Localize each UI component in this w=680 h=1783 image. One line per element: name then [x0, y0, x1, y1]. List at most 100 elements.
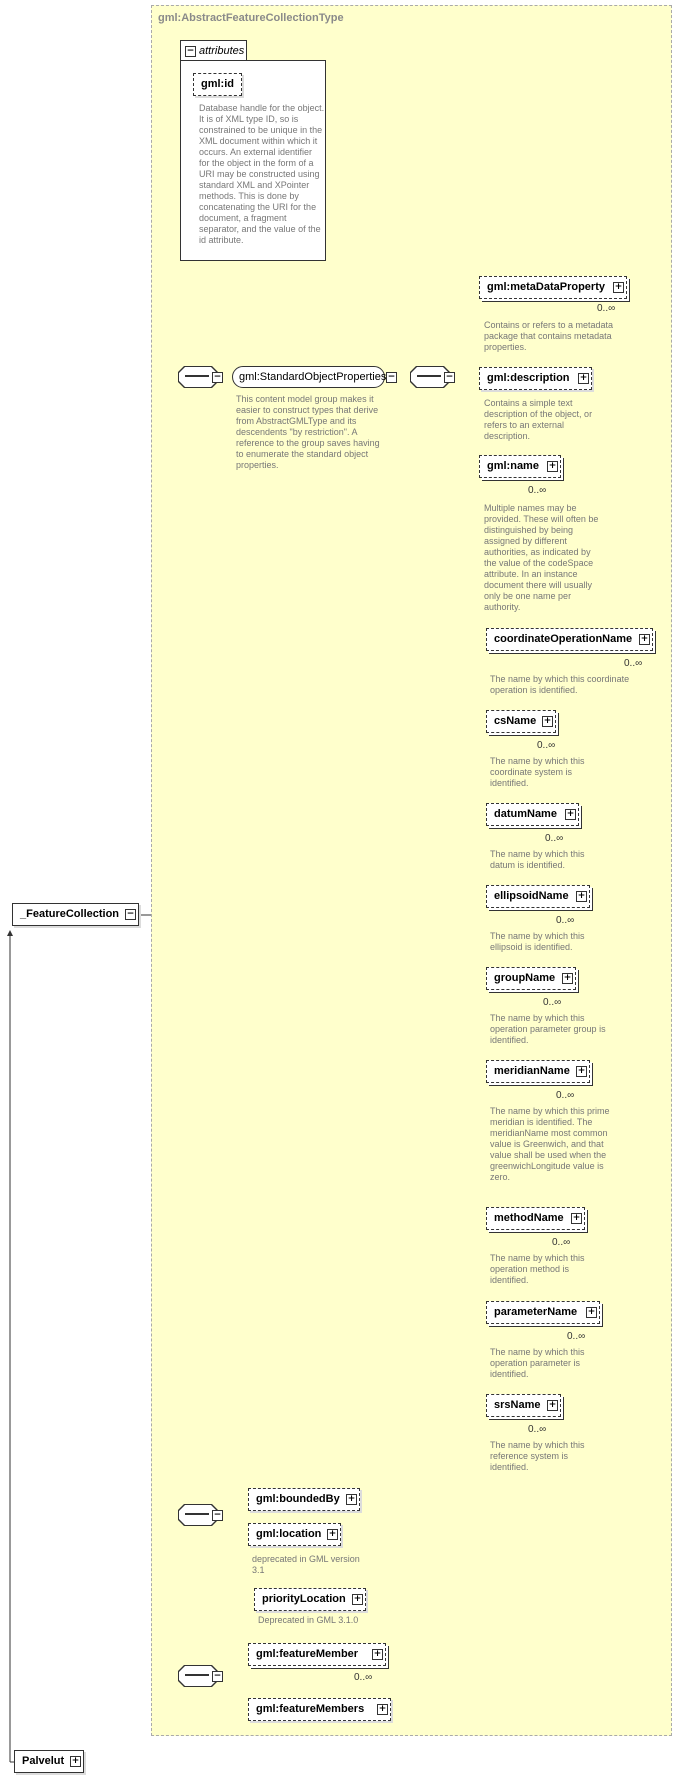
- cardinality: 0..∞: [597, 303, 616, 314]
- cardinality: 0..∞: [567, 1331, 586, 1342]
- expand-icon[interactable]: +: [547, 1400, 558, 1411]
- element-doc: The name by which this reference system …: [490, 1440, 585, 1472]
- element-label: priorityLocation: [262, 1593, 346, 1605]
- element-doc: The name by which this operation paramet…: [490, 1347, 585, 1379]
- sequence-compositor[interactable]: [178, 1665, 218, 1687]
- expand-icon[interactable]: +: [377, 1704, 388, 1715]
- element-doc: The name by which this coordinate system…: [490, 756, 585, 788]
- element-feature-members[interactable]: gml:featureMembers +: [248, 1698, 391, 1721]
- expand-icon[interactable]: +: [565, 809, 576, 820]
- root-element[interactable]: _FeatureCollection −: [12, 903, 139, 926]
- element-doc: The name by which this operation method …: [490, 1253, 585, 1285]
- collapse-icon[interactable]: −: [212, 1671, 223, 1682]
- element-doc: Deprecated in GML 3.1.0: [258, 1615, 359, 1625]
- element-location[interactable]: gml:location +: [248, 1523, 341, 1546]
- element-ellipsoid-name[interactable]: ellipsoidName +: [486, 885, 590, 908]
- element-cs-name[interactable]: csName +: [486, 710, 556, 733]
- element-method-name[interactable]: methodName +: [486, 1207, 585, 1230]
- element-doc: The name by which this prime meridian is…: [490, 1106, 610, 1182]
- element-label: datumName: [494, 808, 557, 820]
- expand-icon[interactable]: +: [372, 1649, 383, 1660]
- element-label: gml:name: [487, 460, 539, 472]
- element-name[interactable]: gml:name +: [479, 455, 561, 478]
- element-srs-name[interactable]: srsName +: [486, 1394, 561, 1417]
- element-feature-member[interactable]: gml:featureMember +: [248, 1643, 386, 1666]
- cardinality: 0..∞: [537, 740, 556, 751]
- expand-icon[interactable]: +: [571, 1213, 582, 1224]
- cardinality: 0..∞: [556, 915, 575, 926]
- collapse-icon[interactable]: −: [386, 372, 397, 383]
- element-datum-name[interactable]: datumName +: [486, 803, 579, 826]
- element-label: groupName: [494, 972, 556, 984]
- expand-icon[interactable]: +: [327, 1529, 338, 1540]
- expand-icon[interactable]: +: [578, 373, 589, 384]
- attributes-panel: gml:id Database handle for the object. I…: [180, 60, 326, 261]
- cardinality: 0..∞: [543, 997, 562, 1008]
- element-label: srsName: [494, 1399, 541, 1411]
- attributes-tab[interactable]: − attributes: [180, 40, 247, 61]
- element-priority-location[interactable]: priorityLocation +: [254, 1588, 366, 1611]
- sequence-compositor[interactable]: [178, 1504, 218, 1526]
- element-label: coordinateOperationName: [494, 633, 633, 645]
- collapse-icon[interactable]: −: [185, 46, 196, 57]
- element-doc: The name by which this datum is identifi…: [490, 849, 585, 870]
- element-bounded-by[interactable]: gml:boundedBy +: [248, 1488, 360, 1511]
- element-label: gml:featureMembers: [256, 1703, 365, 1715]
- element-label: methodName: [494, 1212, 564, 1224]
- element-label: csName: [494, 715, 537, 727]
- attribute-label: gml:id: [201, 78, 234, 90]
- element-doc: The name by which this operation paramet…: [490, 1013, 606, 1045]
- element-doc: The name by which this ellipsoid is iden…: [490, 931, 585, 952]
- expand-icon[interactable]: +: [542, 716, 553, 727]
- attributes-tab-label: attributes: [199, 45, 245, 57]
- cardinality: 0..∞: [552, 1237, 571, 1248]
- expand-icon[interactable]: +: [576, 891, 587, 902]
- sequence-compositor[interactable]: [178, 366, 218, 388]
- expand-icon[interactable]: +: [547, 461, 558, 472]
- expand-icon[interactable]: +: [586, 1307, 597, 1318]
- element-label: gml:metaDataProperty: [487, 281, 605, 293]
- complex-type-title: gml:AbstractFeatureCollectionType: [158, 12, 344, 24]
- element-doc: Contains or refers to a metadata package…: [484, 320, 614, 352]
- substitution-label: Palvelut: [22, 1755, 65, 1767]
- element-label: gml:featureMember: [256, 1648, 359, 1660]
- group-standard-object-properties[interactable]: gml:StandardObjectProperties: [232, 366, 387, 388]
- collapse-icon[interactable]: −: [444, 372, 455, 383]
- element-label: gml:location: [256, 1528, 322, 1540]
- element-group-name[interactable]: groupName +: [486, 967, 576, 990]
- attribute-gml-id[interactable]: gml:id: [193, 73, 242, 96]
- collapse-icon[interactable]: −: [125, 909, 136, 920]
- element-parameter-name[interactable]: parameterName +: [486, 1301, 600, 1324]
- element-doc: The name by which this coordinate operat…: [490, 674, 630, 695]
- element-description[interactable]: gml:description +: [479, 367, 592, 390]
- element-meridian-name[interactable]: meridianName +: [486, 1060, 590, 1083]
- cardinality: 0..∞: [556, 1090, 575, 1101]
- substitution-element[interactable]: Palvelut +: [14, 1750, 84, 1773]
- group-label: gml:StandardObjectProperties: [239, 371, 387, 383]
- cardinality: 0..∞: [528, 1424, 547, 1435]
- expand-icon[interactable]: +: [639, 634, 650, 645]
- expand-icon[interactable]: +: [613, 282, 624, 293]
- element-label: gml:description: [487, 372, 570, 384]
- expand-icon[interactable]: +: [352, 1594, 363, 1605]
- collapse-icon[interactable]: −: [212, 1510, 223, 1521]
- expand-icon[interactable]: +: [346, 1494, 357, 1505]
- element-label: meridianName: [494, 1065, 570, 1077]
- sequence-compositor[interactable]: [410, 366, 450, 388]
- element-label: gml:boundedBy: [256, 1493, 340, 1505]
- group-doc: This content model group makes it easier…: [236, 394, 380, 470]
- expand-icon[interactable]: +: [70, 1756, 81, 1767]
- expand-icon[interactable]: +: [562, 973, 573, 984]
- cardinality: 0..∞: [528, 485, 547, 496]
- root-element-label: _FeatureCollection: [20, 908, 120, 920]
- collapse-icon[interactable]: −: [212, 372, 223, 383]
- element-label: ellipsoidName: [494, 890, 569, 902]
- element-meta-data-property[interactable]: gml:metaDataProperty +: [479, 276, 627, 299]
- element-coordinate-operation-name[interactable]: coordinateOperationName +: [486, 628, 653, 651]
- expand-icon[interactable]: +: [576, 1066, 587, 1077]
- attribute-doc: Database handle for the object. It is of…: [199, 103, 325, 245]
- element-doc: Multiple names may be provided. These wi…: [484, 503, 599, 612]
- cardinality: 0..∞: [354, 1672, 373, 1683]
- element-label: parameterName: [494, 1306, 578, 1318]
- element-doc: deprecated in GML version 3.1: [252, 1554, 360, 1575]
